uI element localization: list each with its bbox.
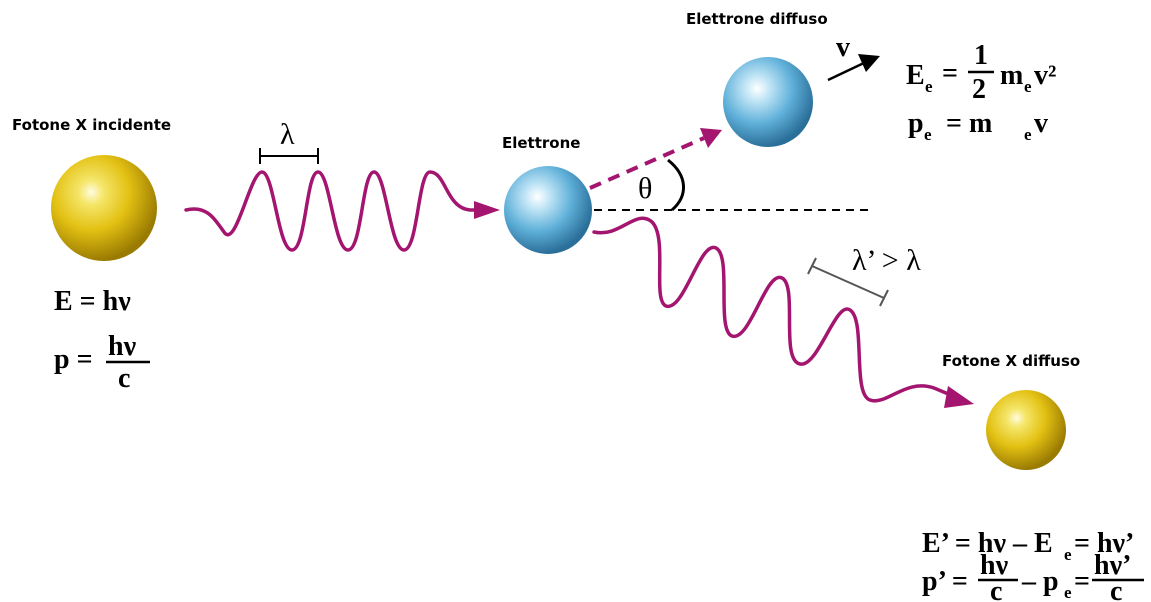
incident-wave [186,172,486,250]
scattered-photon-sphere [986,390,1066,470]
electron-energy-m-sub: e [1024,77,1032,96]
electron-energy-v2: v² [1034,60,1056,91]
electron-momentum-rhs-sub: e [1024,125,1032,144]
scattered-momentum-den2: c [1110,576,1122,602]
scattered-wave-arrowhead [944,386,974,408]
scattered-electron-label: Elettrone diffuso [686,10,828,28]
incident-momentum-lhs: p = [54,344,93,375]
electron-energy-sub: e [925,77,933,96]
electron-energy-num: 1 [974,40,988,71]
scattered-electron-sphere [723,57,813,147]
electron-label: Elettrone [502,134,580,152]
incident-energy-formula: E = hν [54,286,131,317]
scattered-momentum-sub: e [1064,583,1072,602]
velocity-arrow-shaft [828,62,866,80]
electron-energy-den: 2 [972,74,986,105]
incident-photon-label: Fotone X incidente [12,116,171,134]
electron-energy-eq: = [942,58,958,89]
theta-label: θ [638,172,652,205]
incident-momentum-den: c [118,363,130,394]
incident-photon-sphere [51,155,157,261]
scattered-momentum-lhs: p’ = [922,566,968,597]
scattered-photon-label: Fotone X diffuso [942,352,1080,370]
electron-energy-m: m [1000,60,1023,91]
scattered-momentum-den1: c [990,576,1002,602]
electron-momentum-lhs: p [908,108,924,139]
electron-momentum-rhs: = m [946,108,992,139]
incident-momentum-num: hν [108,331,137,362]
electron-sphere [504,166,592,254]
scattered-momentum-minus: – p [1021,566,1059,597]
scattered-energy-sub: e [1064,545,1072,564]
incident-wave-arrowhead [474,201,500,219]
scattered-momentum-eq: = [1074,566,1090,597]
lambda-prime-label: λ’ > λ [852,244,921,277]
electron-energy-lhs: E [906,60,925,91]
lambda-label: λ [280,118,295,151]
theta-arc [668,160,684,210]
velocity-label: v [836,32,850,63]
electron-momentum-v: v [1034,108,1048,139]
electron-momentum-sub: e [924,125,932,144]
